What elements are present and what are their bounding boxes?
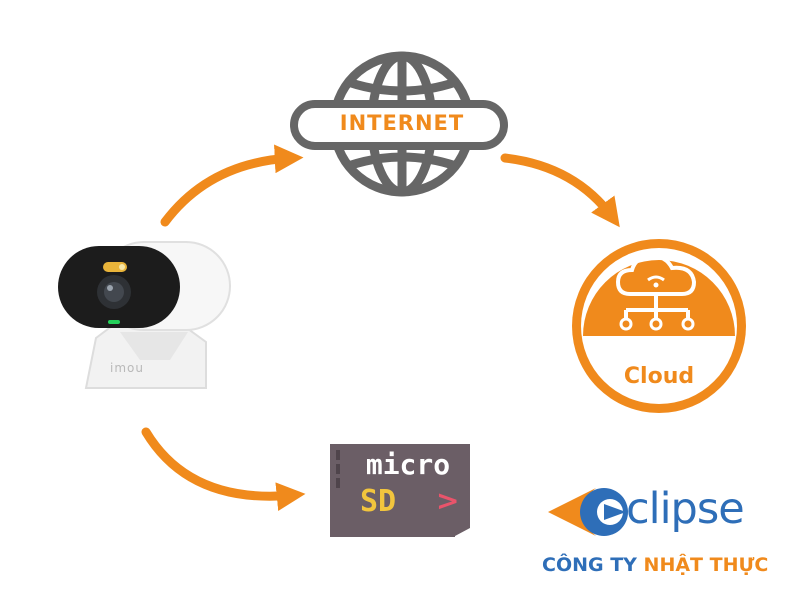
cloud-network-icon [572,239,746,413]
arrow-internet-to-cloud [500,153,620,228]
internet-banner [290,100,508,150]
chevron-right-icon: > [436,484,460,517]
company-name-part2: NHẬT THỰC [643,554,769,576]
eclipse-logo-icon [548,488,628,536]
microsd-label-micro: micro [365,448,451,481]
company-name-part1: CÔNG TY [542,554,644,576]
microsd-card-icon [330,444,470,537]
internet-label: INTERNET [339,111,465,135]
camera-brand-label: imou [110,361,144,375]
cloud-label: Cloud [623,364,695,389]
arrow-camera-to-microsd [141,427,306,511]
eclipse-wordmark: clipse [626,484,745,534]
microsd-contacts [336,450,340,488]
security-camera-icon [58,241,231,389]
arrow-camera-to-internet [160,144,304,227]
microsd-label-sd: SD [360,484,397,519]
company-name: CÔNG TY NHẬT THỰC [542,554,778,576]
